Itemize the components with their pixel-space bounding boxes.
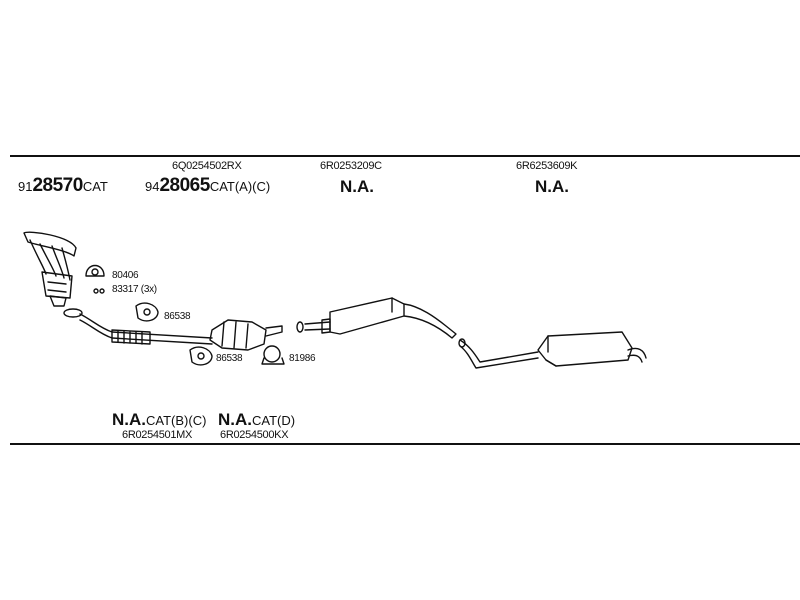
- ref-cat-1-suffix: CAT: [82, 179, 108, 194]
- ref-cat-2[interactable]: 9428065CAT(A)(C): [145, 176, 270, 195]
- rear-silencer[interactable]: [458, 331, 647, 369]
- ref-cat-1-number: 28570: [32, 175, 83, 196]
- bottom-ref-right-na: N.A.: [218, 410, 252, 429]
- ref-cat-1[interactable]: 9128570CAT: [18, 176, 108, 195]
- gasket-86538-top-icon[interactable]: [135, 302, 159, 322]
- bottom-part-left[interactable]: 6R0254501MX: [122, 429, 193, 441]
- bottom-part-right[interactable]: 6R0254500KX: [220, 429, 289, 441]
- gasket-80406-icon[interactable]: [85, 264, 105, 277]
- bottom-ref-left-suffix: CAT(B)(C): [146, 413, 207, 428]
- bottom-ref-right[interactable]: N.A.CAT(D): [218, 411, 295, 429]
- part-label-83317[interactable]: 83317 (3x): [112, 284, 157, 295]
- part-number-rear-silencer[interactable]: 6R6253609K: [516, 160, 578, 172]
- ref-cat-1-prefix: 91: [18, 179, 33, 194]
- ref-rear-na[interactable]: N.A.: [535, 177, 569, 196]
- ref-cat-2-number: 28065: [159, 175, 210, 196]
- ref-cat-2-suffix: CAT(A)(C): [209, 179, 271, 194]
- part-label-80406[interactable]: 80406: [112, 270, 139, 281]
- part-number-front-pipe[interactable]: 6Q0254502RX: [172, 160, 242, 172]
- ref-cat-2-prefix: 94: [145, 179, 160, 194]
- gasket-86538-bottom-icon[interactable]: [189, 346, 213, 366]
- exhaust-manifold[interactable]: [23, 231, 77, 307]
- bottom-divider: [10, 443, 800, 445]
- front-pipe-catalyst[interactable]: [63, 308, 283, 351]
- clamp-81986-icon[interactable]: [261, 345, 285, 365]
- part-label-81986[interactable]: 81986: [289, 353, 316, 364]
- bottom-ref-left[interactable]: N.A.CAT(B)(C): [112, 411, 206, 429]
- top-divider: [10, 155, 800, 157]
- bottom-ref-left-na: N.A.: [112, 410, 146, 429]
- part-number-center-silencer[interactable]: 6R0253209C: [320, 160, 382, 172]
- nut-83317-icon[interactable]: [93, 288, 105, 294]
- bottom-ref-right-suffix: CAT(D): [252, 413, 296, 428]
- part-label-86538-top[interactable]: 86538: [164, 311, 191, 322]
- ref-center-na[interactable]: N.A.: [340, 177, 374, 196]
- part-label-86538-bottom[interactable]: 86538: [216, 353, 243, 364]
- center-silencer[interactable]: [296, 297, 457, 339]
